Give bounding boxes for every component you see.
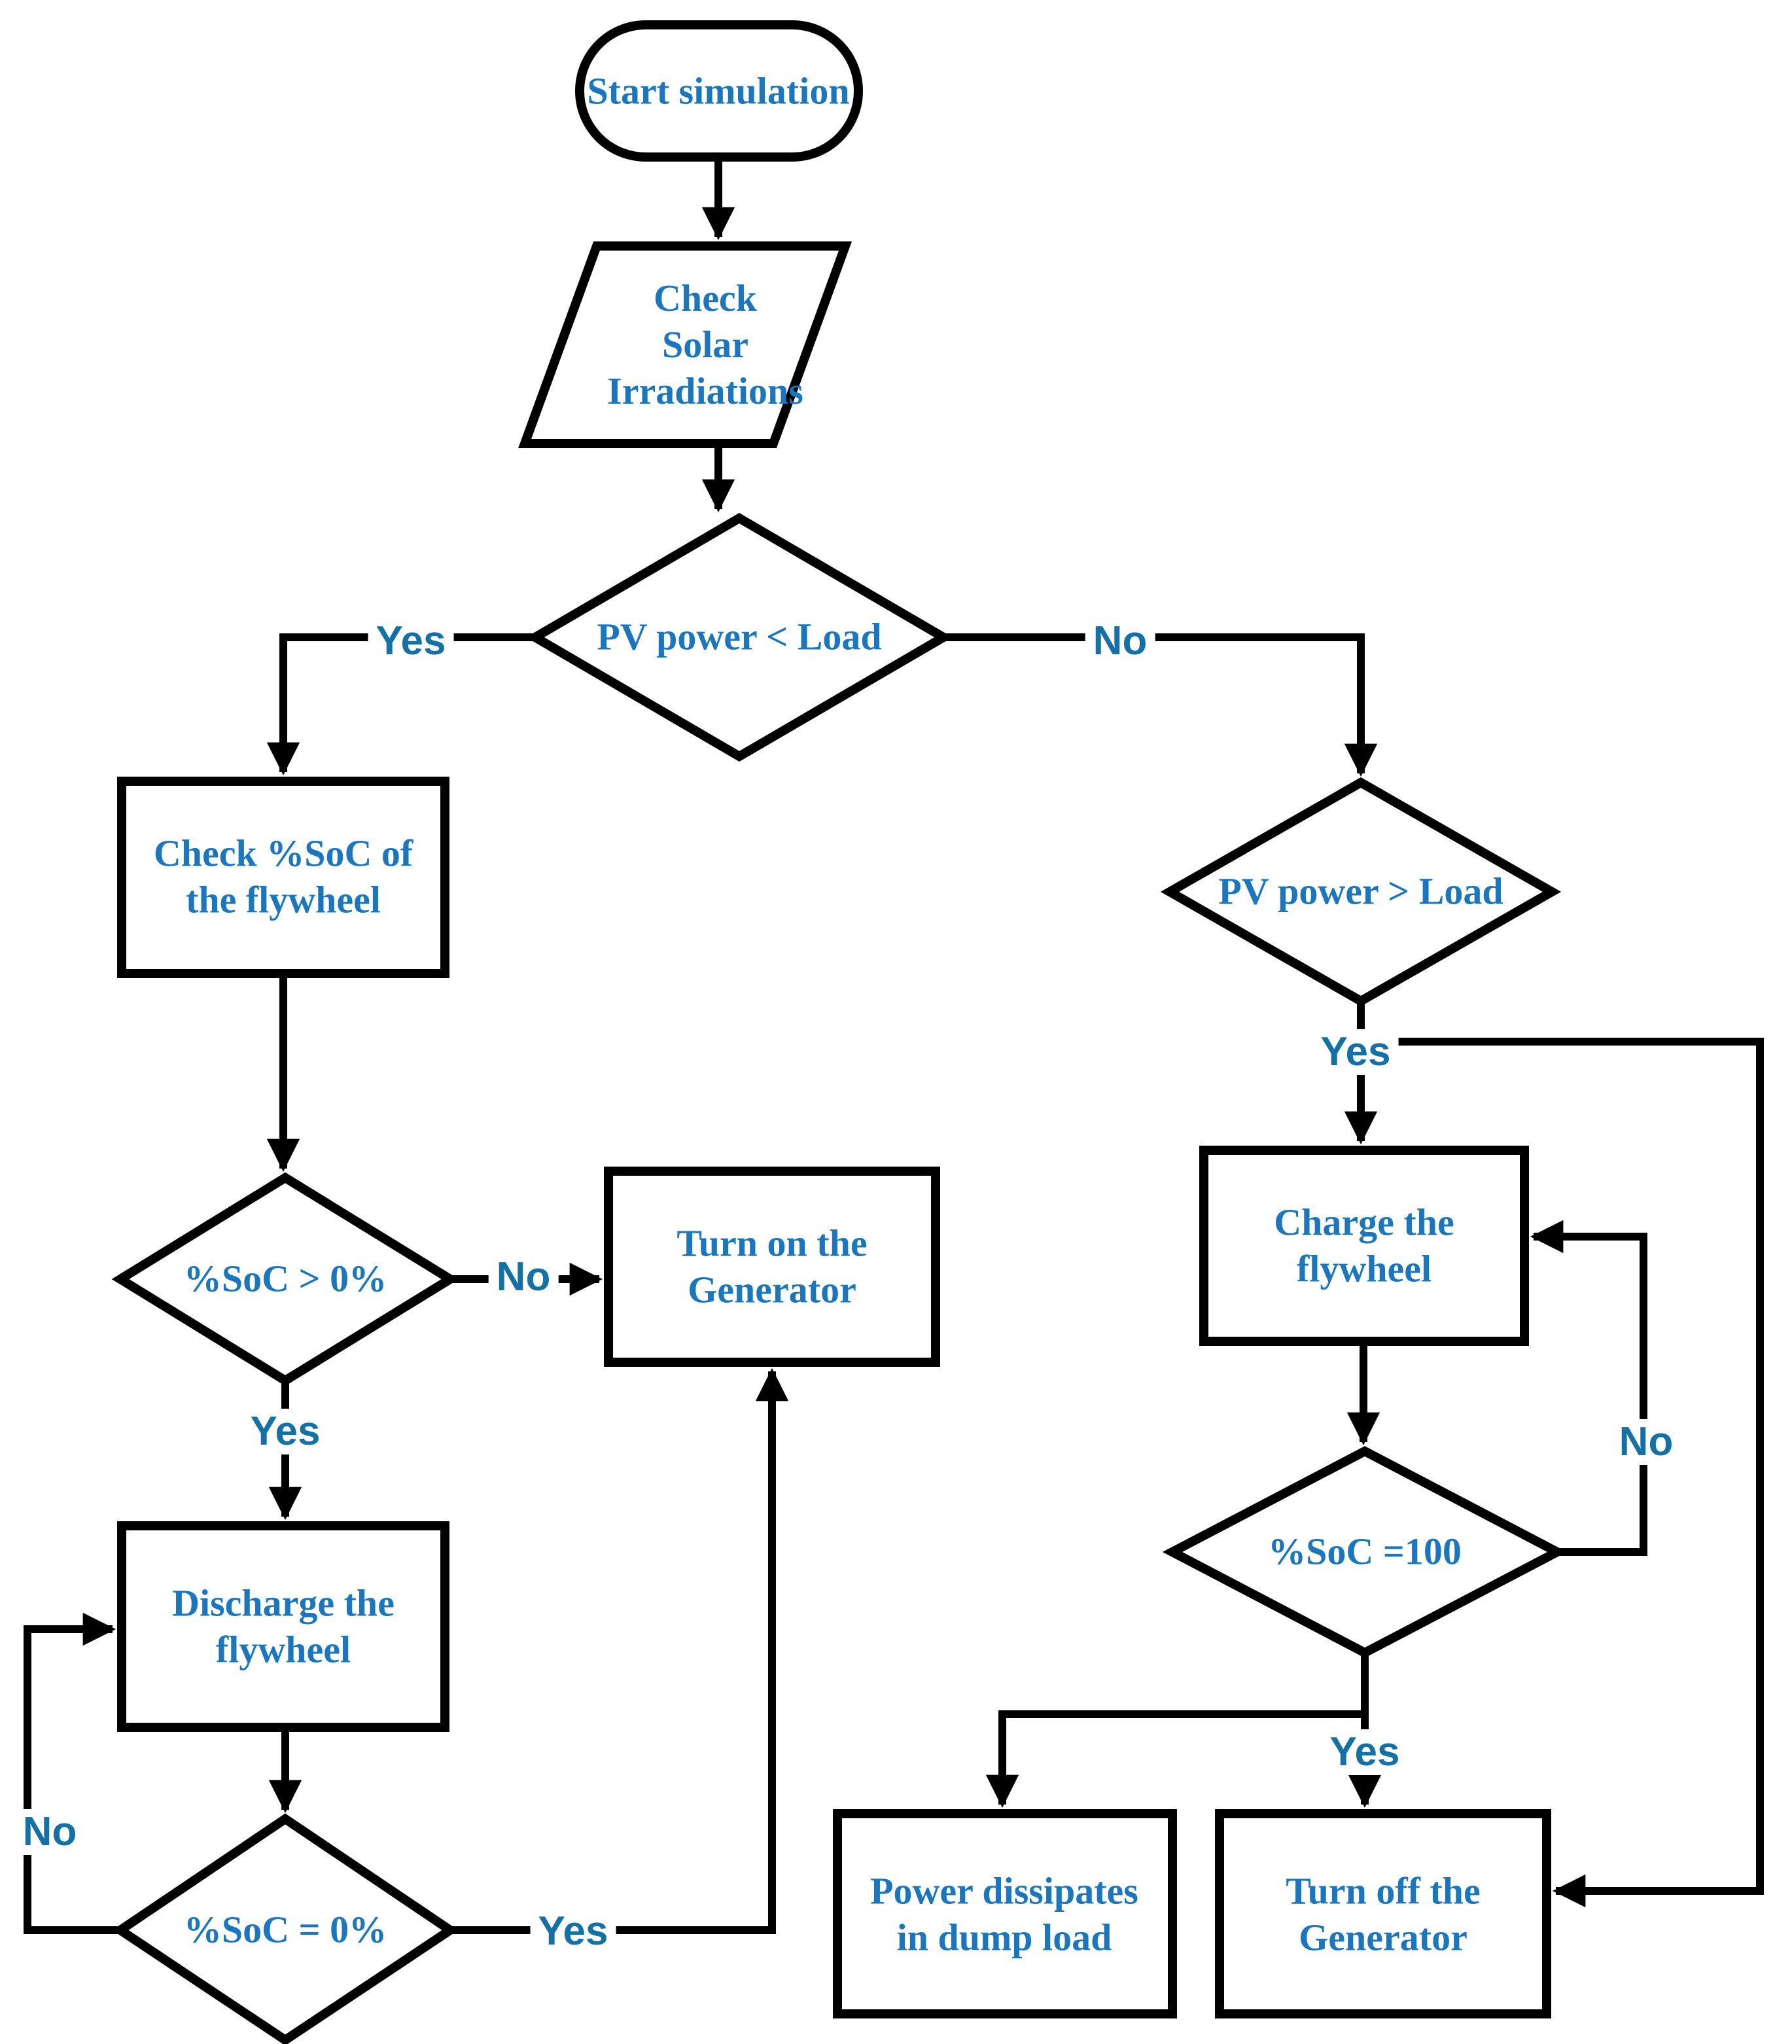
discharge-node-label: Discharge the flywheel bbox=[172, 1581, 395, 1670]
pv-gt-load-decision-label: PV power > Load bbox=[1218, 870, 1503, 913]
edge-label-pv-lt-load-yes: Yes bbox=[368, 618, 454, 664]
edge-soceq100-yes-to-dumpload bbox=[985, 1653, 1369, 1808]
check-soc-node-shape bbox=[117, 777, 449, 978]
pv-lt-load-decision-shape bbox=[526, 512, 953, 762]
edge-label-pv-lt-load-no: No bbox=[1085, 618, 1155, 664]
turn-off-generator-node-label: Turn off the Generator bbox=[1286, 1869, 1481, 1958]
soc-eq-100-decision-shape bbox=[1162, 1446, 1568, 1658]
charge-node-label: Charge the flywheel bbox=[1274, 1201, 1454, 1290]
edge-label-soc-gt-0-yes: Yes bbox=[242, 1409, 328, 1454]
pv-lt-load-decision-label: PV power < Load bbox=[597, 615, 882, 658]
edge-label-soc-eq-100-yes: Yes bbox=[1322, 1729, 1408, 1775]
discharge-node-shape bbox=[117, 1521, 449, 1732]
pv-gt-load-decision-shape bbox=[1160, 777, 1562, 1007]
edge-label-pv-gt-load-yes: Yes bbox=[1312, 1029, 1399, 1075]
soc-eq-0-decision-shape bbox=[112, 1813, 459, 2044]
edge-label-soc-eq-100-no: No bbox=[1611, 1419, 1681, 1465]
turn-on-generator-node-label: Turn on the Generator bbox=[676, 1222, 868, 1311]
dump-load-node-label: Power dissipates in dump load bbox=[870, 1869, 1138, 1958]
check-solar-node-label: Check Solar Irradiations bbox=[607, 276, 803, 412]
start-node-shape bbox=[575, 20, 863, 162]
check-soc-node-label: Check %SoC of the flywheel bbox=[153, 832, 413, 921]
soc-eq-100-decision-label: %SoC =100 bbox=[1268, 1530, 1462, 1573]
soc-eq-0-decision-label: %SoC = 0% bbox=[183, 1908, 387, 1951]
edge-soceq0-yes-to-turnongen bbox=[450, 1367, 789, 1934]
edge-soceq0-no-loop bbox=[24, 1612, 120, 1934]
edge-pvltload-no bbox=[943, 633, 1378, 777]
soc-gt-0-decision-label: %SoC > 0% bbox=[183, 1257, 387, 1300]
soc-gt-0-decision-shape bbox=[111, 1172, 459, 1386]
edge-soceq100-no-loop bbox=[1530, 1220, 1647, 1556]
dump-load-node-shape bbox=[833, 1809, 1177, 2018]
turn-off-generator-node-shape bbox=[1215, 1809, 1551, 2018]
edge-label-soc-eq-0-yes: Yes bbox=[530, 1909, 616, 1954]
charge-node-shape bbox=[1199, 1146, 1529, 1346]
start-node-label: Start simulation bbox=[587, 69, 850, 113]
turn-on-generator-node-shape bbox=[604, 1167, 940, 1367]
edge-label-soc-gt-0-no: No bbox=[488, 1254, 559, 1300]
edge-pvgtload-yes-right bbox=[1361, 1038, 1764, 1908]
check-solar-node-shape bbox=[518, 241, 852, 448]
edge-label-soc-eq-0-no: No bbox=[14, 1809, 85, 1855]
